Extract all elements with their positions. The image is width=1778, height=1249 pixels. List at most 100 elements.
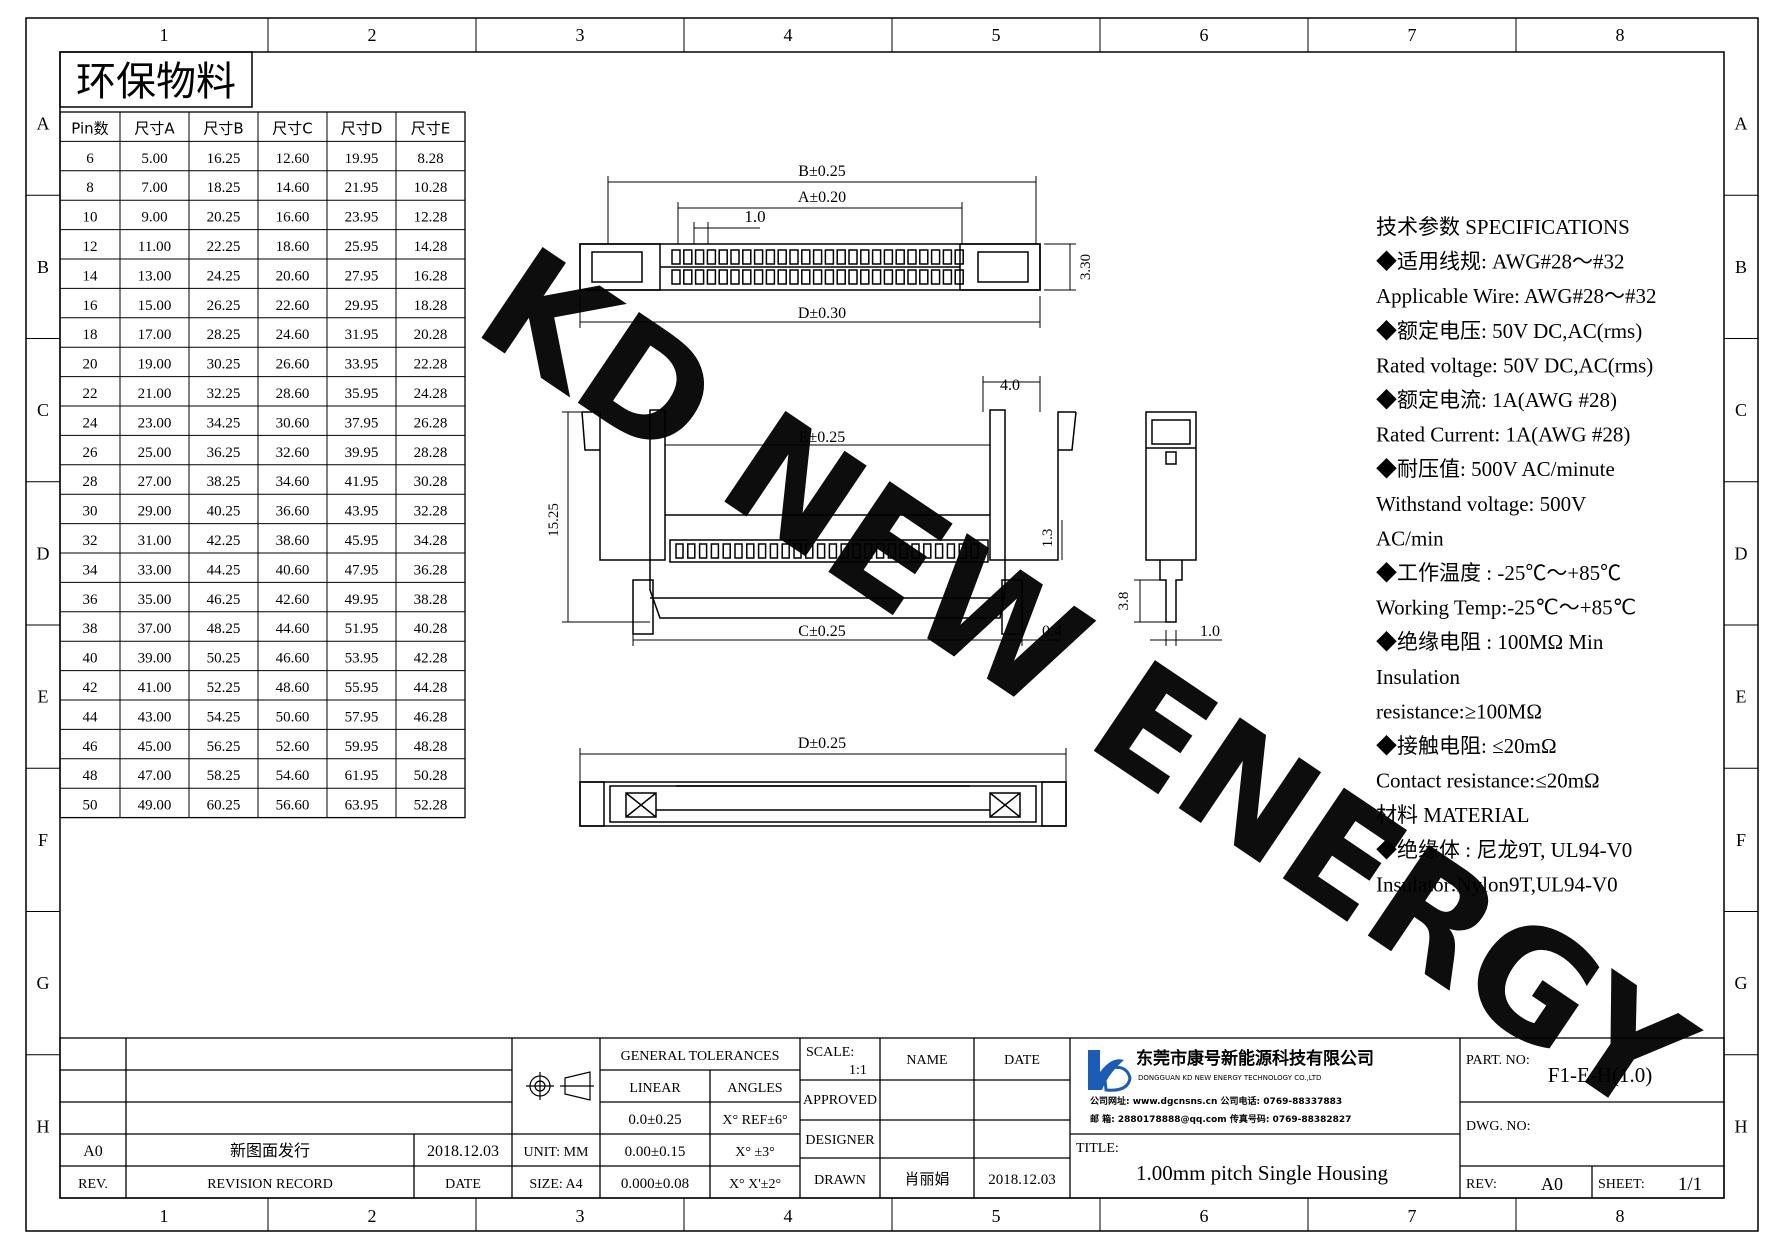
- spec-line: ◆额定电压: 50V DC,AC(rms): [1376, 319, 1642, 343]
- table-cell: 22.25: [207, 239, 241, 255]
- spec-line: ◆额定电流: 1A(AWG #28): [1376, 388, 1617, 412]
- table-cell: 34.25: [207, 415, 241, 431]
- table-cell: 63.95: [345, 798, 379, 814]
- rev-code: A0: [1541, 1174, 1563, 1194]
- table-cell: 61.95: [345, 768, 379, 784]
- table-cell: 45.00: [138, 739, 172, 755]
- table-cell: 27.00: [138, 474, 172, 490]
- table-cell: 52.60: [276, 739, 310, 755]
- table-cell: 34.60: [276, 474, 310, 490]
- grid-row-label-left-H: H: [37, 1116, 50, 1136]
- table-cell: 20.60: [276, 268, 310, 284]
- table-cell: 58.25: [207, 768, 241, 784]
- table-header-cell: 尺寸C: [272, 119, 312, 137]
- drawn-name: 肖丽娟: [904, 1170, 949, 1188]
- tol-angle-2: X° ±3°: [735, 1145, 775, 1160]
- designer-label: DESIGNER: [805, 1133, 875, 1148]
- table-cell: 30.25: [207, 357, 241, 373]
- table-cell: 50: [83, 798, 98, 814]
- table-cell: 23.95: [345, 210, 379, 226]
- table-cell: 12.60: [276, 151, 310, 167]
- company-contact-1: 公司网址: www.dgcnsns.cn 公司电话: 0769-88337883: [1090, 1095, 1342, 1107]
- spec-line: ◆耐压值: 500V AC/minute: [1376, 457, 1615, 481]
- grid-row-label-right-G: G: [1735, 973, 1748, 993]
- table-header-cell: Pin数: [71, 119, 108, 137]
- table-cell: 30: [83, 504, 98, 520]
- table-cell: 32.25: [207, 386, 241, 402]
- table-cell: 18.60: [276, 239, 310, 255]
- table-cell: 24.60: [276, 327, 310, 343]
- table-cell: 14.28: [414, 239, 448, 255]
- dim-b: B±0.25: [798, 163, 845, 180]
- table-cell: 20.25: [207, 210, 241, 226]
- table-cell: 47.00: [138, 768, 172, 784]
- table-cell: 44.60: [276, 621, 310, 637]
- table-cell: 37.00: [138, 621, 172, 637]
- table-cell: 55.95: [345, 680, 379, 696]
- table-cell: 34: [83, 562, 99, 578]
- table-cell: 29.95: [345, 298, 379, 314]
- dim-t10: 1.0: [1200, 623, 1220, 640]
- table-cell: 18.25: [207, 180, 241, 196]
- grid-row-label-left-C: C: [37, 400, 49, 420]
- angles-header: ANGLES: [727, 1081, 782, 1096]
- drawing-title: 1.00mm pitch Single Housing: [1136, 1161, 1389, 1185]
- table-cell: 25.95: [345, 239, 379, 255]
- grid-column-label-bottom-4: 4: [784, 1206, 793, 1226]
- table-cell: 59.95: [345, 739, 379, 755]
- dim-d-top: D±0.30: [798, 305, 846, 322]
- rev-description: 新图面发行: [230, 1141, 310, 1160]
- table-cell: 5.00: [141, 151, 167, 167]
- grid-column-label-bottom-5: 5: [992, 1206, 1001, 1226]
- dim-t04: 0.4: [1042, 623, 1062, 640]
- table-cell: 27.95: [345, 268, 379, 284]
- table-cell: 53.95: [345, 651, 379, 667]
- grid-ticks: [26, 18, 1758, 1231]
- sheet-value: 1/1: [1678, 1174, 1702, 1195]
- grid-row-label-left-B: B: [37, 257, 49, 277]
- table-cell: 40.28: [414, 621, 448, 637]
- drawn-label: DRAWN: [814, 1173, 866, 1188]
- table-cell: 28.60: [276, 386, 310, 402]
- date-header: DATE: [1004, 1053, 1040, 1068]
- table-cell: 52.25: [207, 680, 241, 696]
- dim-c: C±0.25: [798, 623, 845, 640]
- table-cell: 38.28: [414, 592, 448, 608]
- size: SIZE: A4: [529, 1177, 582, 1192]
- table-cell: 22: [83, 386, 98, 402]
- table-cell: 50.28: [414, 768, 448, 784]
- rev-value: A0: [83, 1143, 103, 1160]
- drawn-date: 2018.12.03: [988, 1172, 1056, 1188]
- table-cell: 19.00: [138, 357, 172, 373]
- table-cell: 42.60: [276, 592, 310, 608]
- table-cell: 46.28: [414, 709, 448, 725]
- table-cell: 42: [83, 680, 98, 696]
- grid-column-label-top-3: 3: [576, 25, 585, 45]
- table-cell: 6: [86, 151, 94, 167]
- spec-line: Contact resistance:≤20mΩ: [1376, 769, 1600, 793]
- table-cell: 30.28: [414, 474, 448, 490]
- table-cell: 49.00: [138, 798, 172, 814]
- grid-column-label-bottom-7: 7: [1408, 1206, 1417, 1226]
- grid-column-label-top-2: 2: [368, 25, 377, 45]
- spec-line: ◆接触电阻: ≤20mΩ: [1376, 734, 1557, 758]
- table-cell: 36.28: [414, 562, 448, 578]
- name-header: NAME: [906, 1053, 947, 1068]
- dim-h13: 1.3: [1040, 529, 1056, 548]
- grid-column-label-top-1: 1: [160, 25, 169, 45]
- table-cell: 13.00: [138, 268, 172, 284]
- table-cell: 30.60: [276, 415, 310, 431]
- spec-line: Insulation: [1376, 665, 1460, 689]
- table-cell: 39.95: [345, 445, 379, 461]
- table-cell: 8: [86, 180, 94, 196]
- spec-line: AC/min: [1376, 526, 1444, 550]
- table-cell: 24.25: [207, 268, 241, 284]
- table-cell: 24: [83, 415, 99, 431]
- table-cell: 36.25: [207, 445, 241, 461]
- table-cell: 17.00: [138, 327, 172, 343]
- table-cell: 32.28: [414, 504, 448, 520]
- bottom-view-dimensions: [579, 748, 1067, 782]
- table-cell: 38.25: [207, 474, 241, 490]
- grid-column-label-bottom-1: 1: [160, 1206, 169, 1226]
